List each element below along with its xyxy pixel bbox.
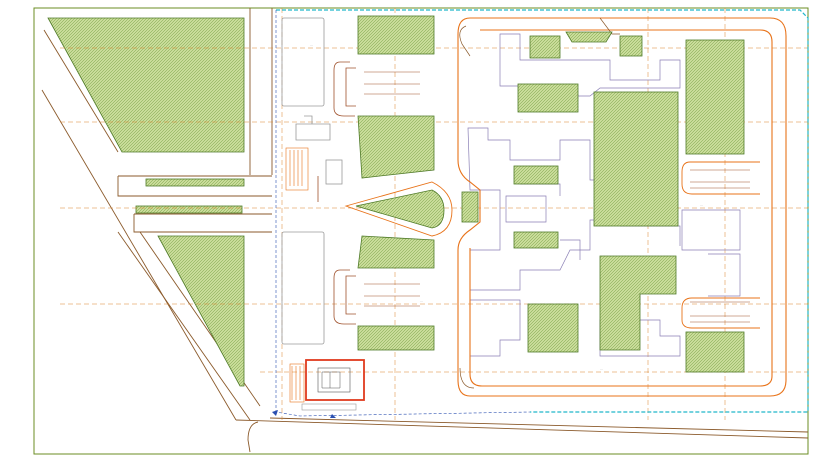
dimension-label: ··· (700, 203, 703, 207)
central-lawns (357, 15, 745, 373)
green-lawn-areas (47, 17, 245, 387)
dimension-label: ··· (310, 43, 313, 47)
west-parking-lot (285, 147, 309, 403)
dimension-label: ··· (600, 367, 603, 371)
gate-building (301, 359, 365, 411)
east-parking-loops (681, 161, 760, 329)
south-road (235, 417, 809, 453)
west-entry-road (117, 175, 272, 233)
west-parcels (281, 17, 343, 345)
campus-ring-road (457, 17, 787, 397)
site-boundary-line (276, 9, 809, 413)
dimension-label: ··· (420, 299, 423, 303)
dimension-labels: ··· ··· ··· ··· ··· (310, 43, 703, 371)
site-boundary-west (275, 10, 531, 417)
site-border (33, 7, 809, 455)
internal-roads-west (317, 61, 356, 325)
north-access-road (249, 8, 273, 175)
entrance-island (344, 181, 479, 237)
parking-rows (364, 71, 750, 323)
campus-inner-road (459, 17, 620, 389)
dimension-label: ··· (520, 117, 523, 121)
survey-markers (272, 410, 336, 418)
